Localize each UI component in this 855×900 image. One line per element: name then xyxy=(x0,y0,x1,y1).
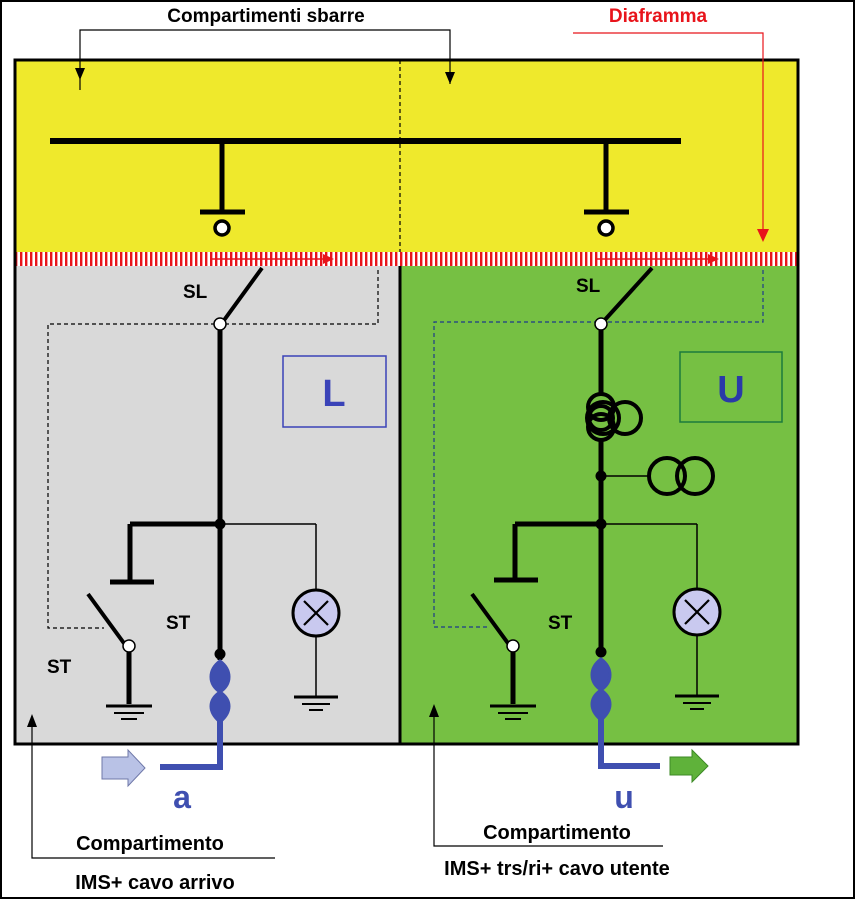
busbar-arrow-left xyxy=(75,68,85,80)
cable-out-arrow-icon xyxy=(669,748,709,784)
busbar-compartments-label: Compartimenti sbarre xyxy=(167,6,364,27)
disconnector-switch-icon xyxy=(594,317,608,331)
disconnector-blade-left xyxy=(220,266,264,325)
unit-box-left xyxy=(282,355,387,428)
switchgear-outline xyxy=(13,58,800,746)
busbar-contact-icon xyxy=(213,219,231,237)
busbar-tap-right xyxy=(584,141,629,237)
busbar-tap-left xyxy=(200,141,245,237)
sl-label-right: SL xyxy=(576,276,601,297)
busbar-contact-icon xyxy=(597,219,615,237)
busbar-label-bracket xyxy=(79,29,451,90)
ground-icon xyxy=(675,694,719,710)
left-compartment-label-line1: Compartimento xyxy=(76,833,224,855)
indicator-lamp-icon xyxy=(672,587,722,637)
sl-label-left: SL xyxy=(183,282,208,303)
right-compartment-label-line2: IMS+ trs/ri+ cavo utente xyxy=(444,858,670,880)
left-compartment-label-line2: IMS+ cavo arrivo xyxy=(75,872,235,894)
ground-icon xyxy=(490,704,536,720)
st-cable-label-right: ST xyxy=(548,613,573,634)
interlock-dashed-left xyxy=(47,270,379,629)
right-callout-leader xyxy=(433,712,663,847)
cable-terminal-dot xyxy=(595,646,607,658)
diaphragm-strip xyxy=(15,252,798,266)
unit-box-letter-left: L xyxy=(322,373,345,415)
busbar-arrow-right xyxy=(445,72,455,84)
outgoing-cable xyxy=(598,718,660,769)
indicator-lamp-icon xyxy=(291,588,341,638)
diaphragm-label: Diaframma xyxy=(609,6,708,27)
st-cable-label-left: ST xyxy=(166,613,191,634)
right-callout-arrow xyxy=(429,704,439,717)
diaphragm-leader-line xyxy=(573,32,764,230)
right-compartment-label-line1: Compartimento xyxy=(483,822,631,844)
unit-box-right xyxy=(679,351,783,423)
ground-icon xyxy=(294,695,338,711)
cable-terminal-dot xyxy=(214,648,226,660)
interlock-dashed-right xyxy=(433,270,764,628)
transformer-icon xyxy=(647,456,715,496)
unit-box-letter-right: U xyxy=(717,369,744,411)
left-compartment xyxy=(15,266,400,744)
diaphragm-leader-arrow xyxy=(757,229,769,242)
disconnector-blade-right xyxy=(600,266,654,325)
disconnector-switch-icon xyxy=(213,317,227,331)
cable-in-arrow-icon xyxy=(101,748,146,788)
junction-dot xyxy=(214,518,226,530)
left-callout-arrow xyxy=(27,714,37,727)
cable-label-left: a xyxy=(173,779,191,815)
junction-dot xyxy=(595,518,607,530)
st-earth-label-left: ST xyxy=(47,657,72,678)
ground-icon xyxy=(106,704,152,720)
busbar-compartment xyxy=(15,60,798,252)
left-callout-leader xyxy=(31,722,275,859)
transformer-icon xyxy=(585,400,643,436)
earthing-switch-icon xyxy=(86,592,136,653)
cable-label-right: u xyxy=(614,779,634,815)
incoming-cable xyxy=(160,720,223,770)
